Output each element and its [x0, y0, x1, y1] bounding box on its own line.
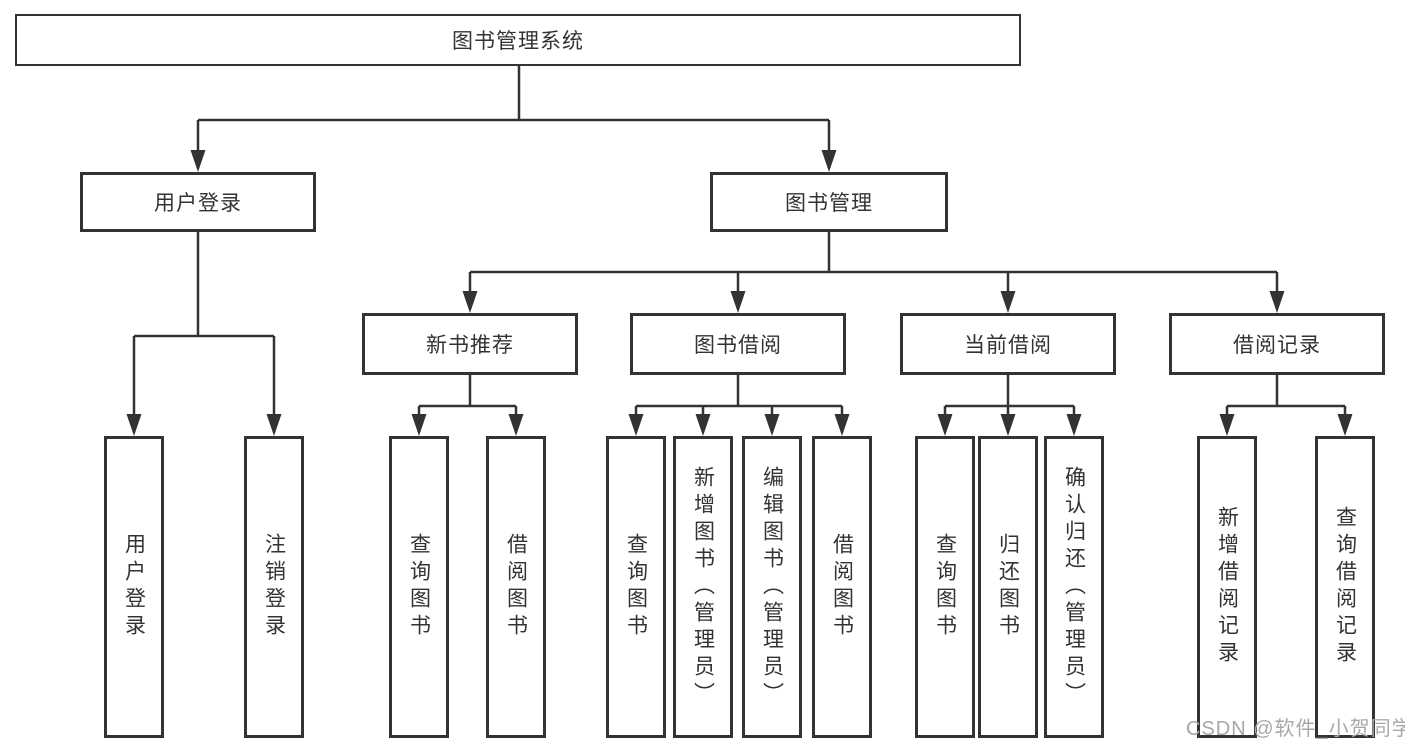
node-library-system-root: 图书管理系统 [15, 14, 1021, 66]
node-book-management: 图书管理 [710, 172, 948, 232]
connector-records-to-leaves [1219, 375, 1353, 436]
node-new-book-recommend: 新书推荐 [362, 313, 578, 375]
leaf-query-books-newbook: 查询图书 [389, 436, 449, 738]
leaf-user-login: 用户登录 [104, 436, 164, 738]
leaf-edit-books-admin: 编辑图书（管理员） [742, 436, 802, 738]
node-current-borrow: 当前借阅 [900, 313, 1116, 375]
leaf-confirm-return-admin: 确认归还（管理员） [1044, 436, 1104, 738]
connector-login-to-leaves [126, 232, 282, 436]
connector-root-to-level2 [190, 66, 837, 172]
node-borrow-records: 借阅记录 [1169, 313, 1385, 375]
leaf-logout: 注销登录 [244, 436, 304, 738]
leaf-query-borrow-record: 查询借阅记录 [1315, 436, 1375, 738]
leaf-borrow-books-newbook: 借阅图书 [486, 436, 546, 738]
connector-currentborrow-to-leaves [937, 375, 1082, 436]
leaf-query-books-borrow: 查询图书 [606, 436, 666, 738]
node-book-borrow: 图书借阅 [630, 313, 846, 375]
leaf-return-books: 归还图书 [978, 436, 1038, 738]
node-user-login: 用户登录 [80, 172, 316, 232]
leaf-add-books-admin: 新增图书（管理员） [673, 436, 733, 738]
connector-mgmt-to-level3 [462, 232, 1285, 313]
leaf-query-books-current: 查询图书 [915, 436, 975, 738]
connector-newbook-to-leaves [411, 375, 524, 436]
leaf-borrow-books: 借阅图书 [812, 436, 872, 738]
csdn-watermark: CSDN @软件_小贺同学 [1186, 718, 1405, 740]
connector-bookborrow-to-leaves [628, 375, 850, 436]
leaf-add-borrow-record: 新增借阅记录 [1197, 436, 1257, 738]
